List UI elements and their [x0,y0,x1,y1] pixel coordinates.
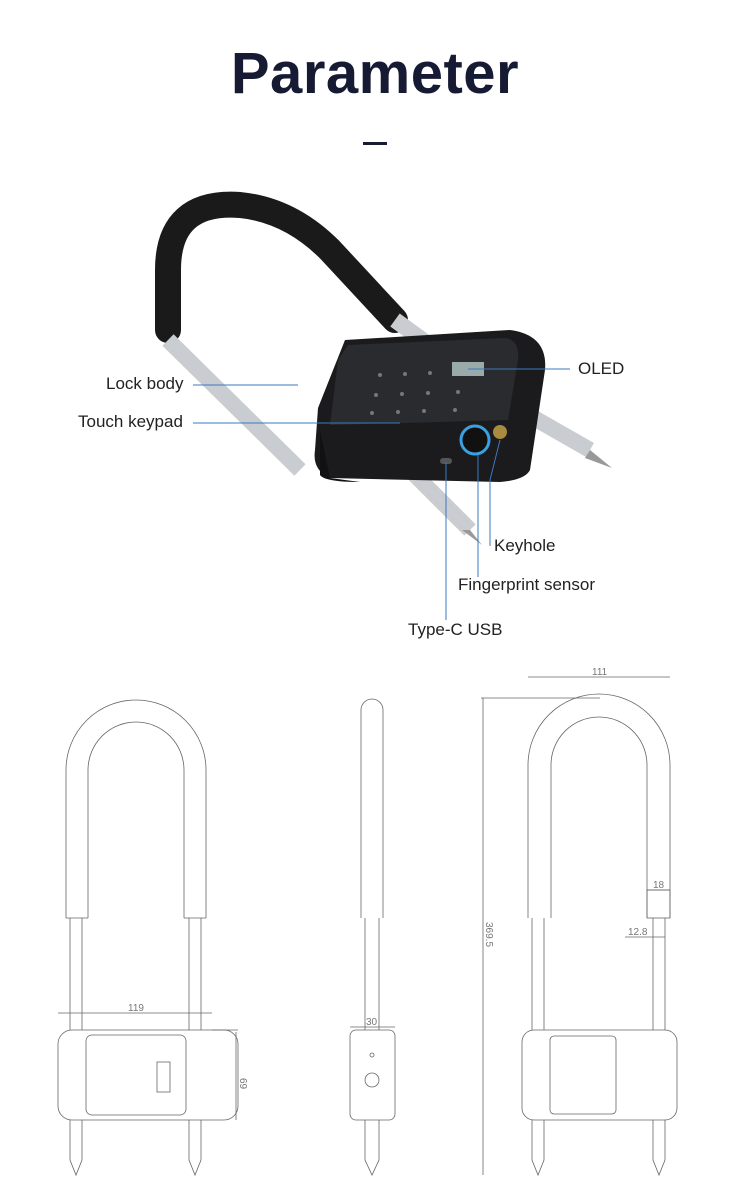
dim-shackle-sleeve: 18 [653,880,665,891]
side-view-drawing [349,698,396,1176]
dim-front-width: 119 [128,1003,144,1014]
keyhole [493,425,507,439]
callout-fingerprint: Fingerprint sensor [458,575,596,594]
dim-side-width: 30 [366,1017,378,1028]
lock-photo [155,191,612,545]
usb-port [440,458,452,464]
callout-lock-body: Lock body [106,374,184,393]
callout-touch-keypad: Touch keypad [78,412,183,431]
callout-usb: Type-C USB [408,620,503,639]
back-view-drawing [481,676,678,1177]
callout-oled: OLED [578,359,625,378]
dim-back-width: 111 [592,667,608,678]
callout-leaders [193,368,570,620]
fingerprint-sensor [459,424,491,456]
dim-shackle-rod: 12.8 [628,927,648,938]
dim-total-height: 369.5 [483,922,494,947]
dim-front-height: 69 [237,1078,248,1090]
front-view-drawing [57,699,239,1177]
title-divider [363,142,387,145]
page-title: Parameter [230,41,520,106]
callout-keyhole: Keyhole [494,536,556,555]
